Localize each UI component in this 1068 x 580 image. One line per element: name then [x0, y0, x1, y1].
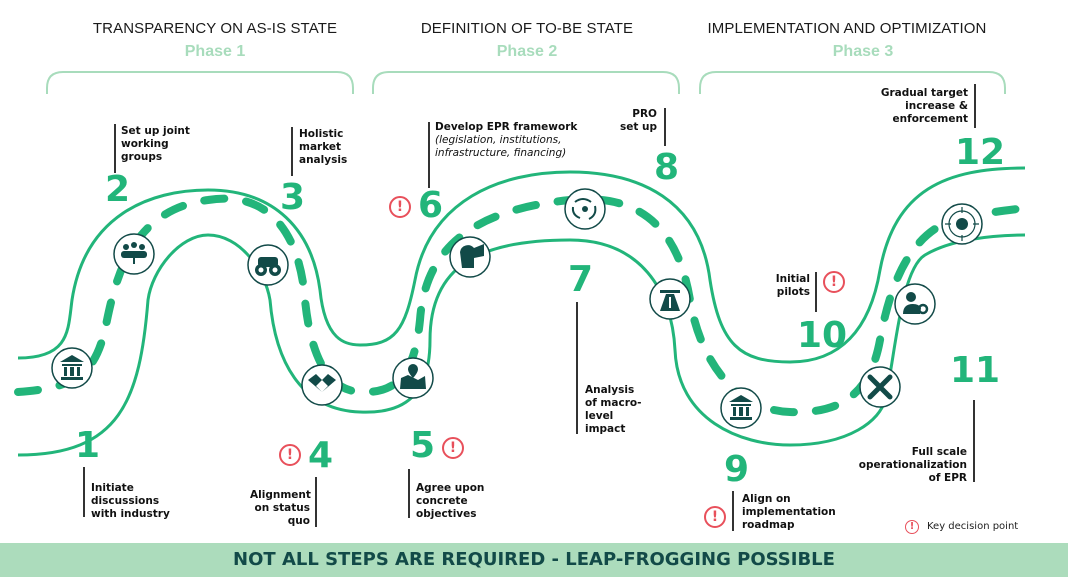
step-10-number: 10 — [797, 315, 848, 356]
step-5-number: 5 — [410, 425, 436, 466]
step-11-number: 11 — [950, 350, 1001, 391]
road-outer-edge — [17, 166, 1026, 364]
step-9-number: 9 — [724, 449, 750, 490]
road-centre-dashes — [14, 194, 1029, 417]
step-12-icon — [941, 203, 983, 245]
step-7-number: 7 — [568, 259, 594, 300]
phase-3-title: IMPLEMENTATION AND OPTIMIZATION — [707, 20, 987, 37]
phase-1-title: TRANSPARENCY ON AS-IS STATE — [92, 20, 338, 37]
step-5-connector — [408, 469, 410, 518]
step-8-connector — [664, 108, 666, 146]
step-4-connector — [315, 477, 317, 527]
roadmap-road — [14, 71, 1029, 457]
step-8-number: 8 — [654, 147, 680, 188]
step-2-number: 2 — [105, 169, 131, 210]
step-6-label: Develop EPR framework(legislation, insti… — [435, 121, 578, 159]
step-4-icon — [301, 364, 343, 406]
step-1-connector — [83, 467, 85, 517]
step-7-icon — [564, 188, 606, 230]
step-7-connector — [576, 302, 578, 434]
phase-3-subtitle: Phase 3 — [832, 43, 894, 60]
step-5-icon — [392, 357, 434, 399]
step-4-exclamation-circle-icon: ! — [279, 444, 301, 466]
step-6-icon — [449, 236, 491, 278]
step-1-number: 1 — [75, 425, 101, 466]
legend-exclamation-circle-icon: ! — [905, 520, 919, 534]
road-upper-edge — [18, 135, 1025, 372]
step-2-connector — [114, 124, 116, 173]
phase-2-title: DEFINITION OF TO-BE STATE — [420, 20, 634, 37]
step-4-number: 4 — [308, 435, 334, 476]
step-6-exclamation-circle-icon: ! — [389, 196, 411, 218]
step-3-connector — [291, 127, 293, 176]
step-9-exclamation-circle-icon: ! — [704, 506, 726, 528]
phase-2-bracket — [372, 71, 680, 94]
step-2-icon — [113, 233, 155, 275]
phase-1-subtitle: Phase 1 — [184, 43, 246, 60]
step-6-connector — [428, 122, 430, 188]
step-10-icon — [859, 366, 901, 408]
step-12-connector — [974, 84, 976, 128]
step-9-icon — [720, 387, 762, 429]
step-10-exclamation-circle-icon: ! — [823, 271, 845, 293]
step-3-icon — [247, 244, 289, 286]
step-10-connector — [815, 272, 817, 312]
phase-1-bracket — [46, 71, 354, 94]
step-11-connector — [973, 400, 975, 482]
step-3-number: 3 — [280, 177, 306, 218]
step-9-connector — [732, 491, 734, 531]
phase-2-subtitle: Phase 2 — [496, 43, 558, 60]
step-5-exclamation-circle-icon: ! — [442, 437, 464, 459]
step-12-number: 12 — [955, 132, 1006, 173]
leap-frogging-banner: NOT ALL STEPS ARE REQUIRED - LEAP-FROGGI… — [0, 543, 1068, 577]
legend-label: Key decision point — [927, 521, 1019, 532]
step-11-icon — [894, 283, 936, 325]
step-1-icon — [51, 347, 93, 389]
phase-3-bracket — [699, 71, 1006, 94]
road-lower-edge — [17, 233, 1026, 457]
step-8-icon — [649, 278, 691, 320]
step-6-number: 6 — [418, 185, 444, 226]
